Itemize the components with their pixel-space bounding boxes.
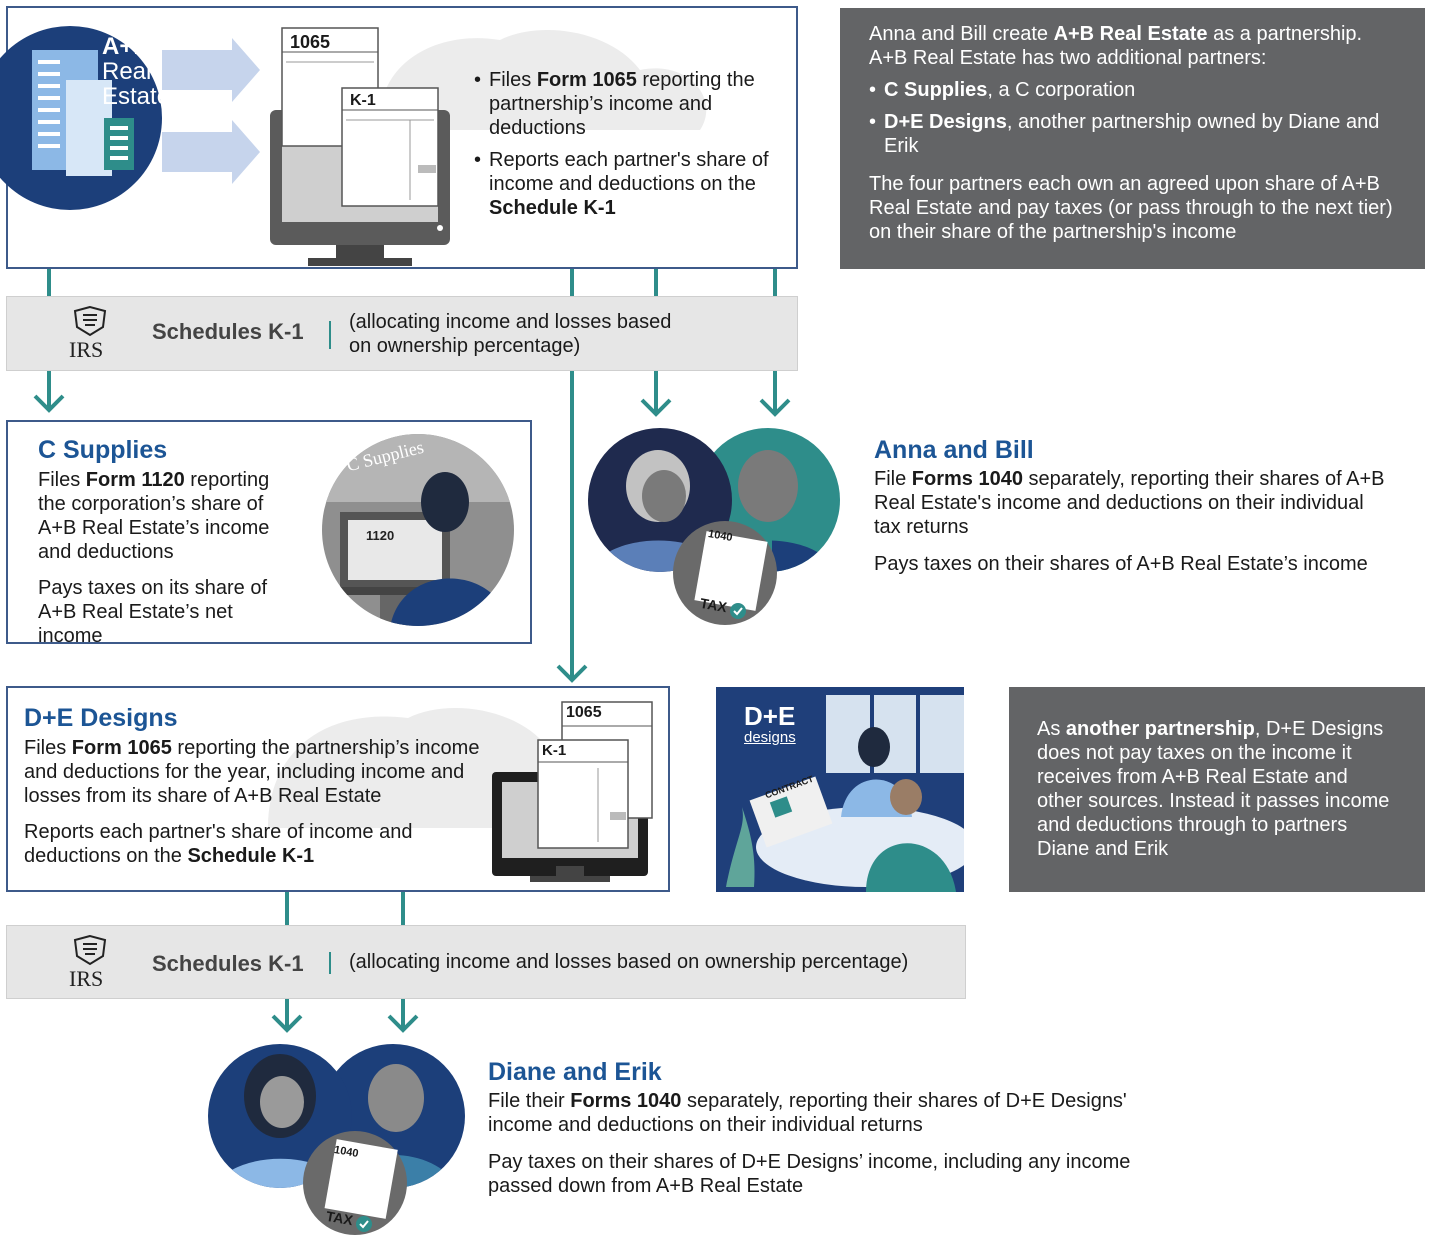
anna-bill-illustration	[588, 428, 840, 625]
de-illustration	[268, 701, 653, 882]
ab-illustration	[0, 26, 707, 266]
irs-eagle-icon	[73, 305, 107, 337]
check-icon	[730, 603, 746, 619]
screen-form-label: 1120	[366, 528, 395, 543]
schedules-k1-label: Schedules K-1	[152, 319, 304, 344]
intro-closing: The four partners each own an agreed upo…	[869, 173, 1393, 243]
schedules-k1-note: (allocating income and losses based on o…	[349, 951, 909, 973]
de-designs-text: Files Form 1065 reporting the partnershi…	[24, 737, 480, 867]
person-icon	[858, 727, 890, 767]
divider	[329, 952, 331, 974]
ab-logo-text: A+B Real Estate	[102, 34, 170, 109]
de-form-1065-label: 1065	[566, 704, 602, 721]
irs-label: IRS	[69, 337, 104, 362]
de-logo-line-1: D+E	[744, 701, 796, 731]
de-office-image: D+E designs CONTRACT	[716, 687, 964, 892]
ab-bullets: •Files Form 1065 reporting the partnersh…	[474, 68, 784, 220]
irs-eagle-icon	[73, 934, 107, 966]
person-icon	[890, 779, 922, 815]
c-supplies-title: C Supplies	[38, 436, 168, 464]
form-k1-icon	[537, 739, 629, 849]
form-1065-label: 1065	[290, 32, 331, 52]
ab-bullet-1: •Files Form 1065 reporting the partnersh…	[474, 69, 755, 139]
intro-partner-2: •D+E Designs, another partnership owned …	[869, 111, 1380, 157]
check-icon	[356, 1216, 372, 1232]
de-form-k1-label: K-1	[542, 742, 567, 759]
schedules-k1-note: (allocating income and losses based on o…	[349, 311, 672, 357]
diane-erik-title: Diane and Erik	[488, 1058, 662, 1086]
anna-bill-text: File Forms 1040 separately, reporting th…	[874, 468, 1385, 575]
ab-real-estate-panel: A+B Real Estate 1065 K-1 •Files Form 106…	[0, 6, 798, 269]
c-supplies-text: Files Form 1120 reporting the corporatio…	[38, 469, 270, 647]
c-supplies-panel: C Supplies Files Form 1120 reporting the…	[6, 420, 532, 647]
person-icon	[421, 472, 469, 532]
diane-erik-illustration	[208, 1044, 465, 1235]
de-logo-line-2: designs	[744, 729, 796, 746]
schedules-k1-band-1: IRS Schedules K-1 (allocating income and…	[6, 296, 798, 371]
ab-bullet-2: •Reports each partner's share of income …	[474, 149, 769, 219]
de-note-text: As another partnership, D+E Designs does…	[1037, 718, 1390, 860]
irs-label: IRS	[69, 966, 104, 991]
intro-text: Anna and Bill create A+B Real Estate as …	[869, 23, 1363, 69]
logo-line-3: Estate	[102, 83, 171, 110]
schedules-k1-band-2: IRS Schedules K-1 (allocating income and…	[6, 925, 966, 999]
c-supplies-illustration	[322, 434, 514, 626]
schedules-k1-label: Schedules K-1	[152, 951, 304, 976]
anna-bill-title: Anna and Bill	[874, 436, 1034, 464]
office-scene	[726, 695, 964, 892]
diane-erik-text: File their Forms 1040 separately, report…	[488, 1090, 1131, 1197]
logo-line-1: A+B	[102, 33, 151, 60]
form-k1-label: K-1	[350, 92, 376, 109]
de-designs-title: D+E Designs	[24, 704, 178, 732]
intro-panel: Anna and Bill create A+B Real Estate as …	[840, 8, 1425, 269]
logo-line-2: Real	[102, 58, 152, 85]
de-note-panel: As another partnership, D+E Designs does…	[1009, 687, 1425, 892]
form-k1-icon	[341, 87, 439, 207]
divider	[329, 321, 331, 349]
intro-partner-1: •C Supplies, a C corporation	[869, 79, 1136, 101]
de-designs-panel: 1065 K-1 D+E Designs Files Form 1065 rep…	[6, 686, 670, 892]
